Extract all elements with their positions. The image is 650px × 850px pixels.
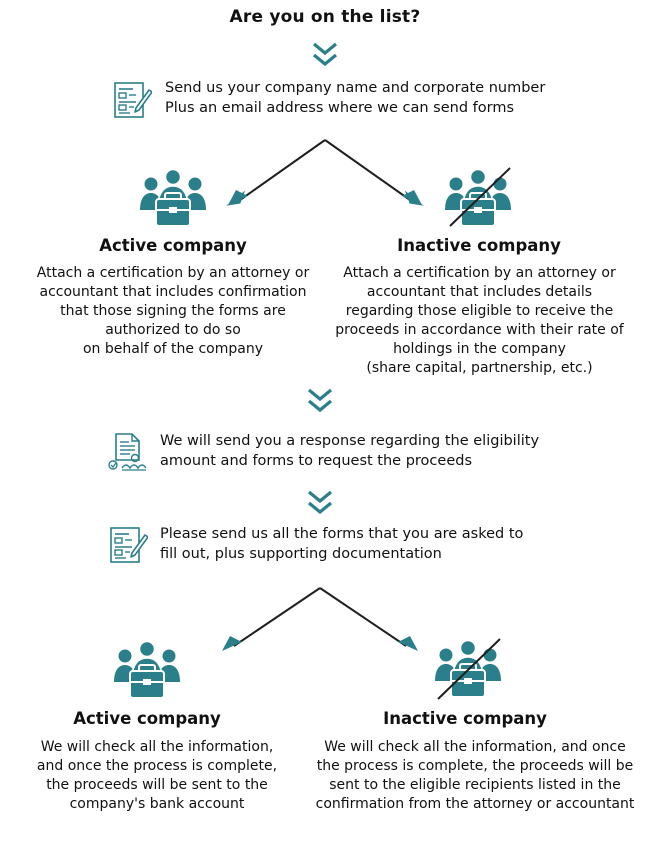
inactive-company-heading: Inactive company bbox=[397, 236, 561, 255]
text-line: confirmation from the attorney or accoun… bbox=[315, 796, 635, 812]
chevron-down-icon bbox=[310, 40, 340, 70]
text-line: accountant that includes confirmation bbox=[39, 284, 307, 300]
step3-text: Please send us all the forms that you ar… bbox=[160, 524, 630, 564]
inactive-company-description: We will check all the information, and o… bbox=[305, 738, 645, 814]
text-line: sent to the eligible recipients listed i… bbox=[329, 777, 621, 793]
text-line: (share capital, partnership, etc.) bbox=[366, 360, 593, 376]
text-line: accountant that includes details bbox=[366, 284, 593, 300]
page-title: Are you on the list? bbox=[229, 7, 421, 27]
step2-text: We will send you a response regarding th… bbox=[160, 431, 630, 471]
active-company-heading: Active company bbox=[73, 709, 221, 728]
text-line: on behalf of the company bbox=[82, 341, 263, 357]
text-line: holdings in the company bbox=[393, 341, 566, 357]
text-line: Attach a certification by an attorney or bbox=[343, 265, 616, 281]
team-briefcase-icon bbox=[112, 640, 182, 700]
team-briefcase-crossed-icon bbox=[442, 166, 514, 230]
text-line: the process is complete, the proceeds wi… bbox=[316, 758, 634, 774]
text-line: authorized to do so bbox=[105, 322, 241, 338]
text-line: amount and forms to request the proceeds bbox=[160, 453, 473, 469]
chevron-down-icon bbox=[305, 488, 335, 518]
team-briefcase-crossed-icon bbox=[432, 637, 504, 701]
text-line: regarding those eligible to receive the bbox=[345, 303, 614, 319]
text-line: and once the process is complete, bbox=[36, 758, 278, 774]
text-line: We will check all the information, bbox=[40, 739, 274, 755]
form-pencil-icon bbox=[112, 80, 152, 120]
text-line: proceeds in accordance with their rate o… bbox=[335, 322, 624, 338]
text-line: Attach a certification by an attorney or bbox=[36, 265, 310, 281]
text-line: company's bank account bbox=[69, 796, 245, 812]
text-line: fill out, plus supporting documentation bbox=[160, 546, 442, 562]
document-certificate-icon bbox=[108, 432, 148, 472]
inactive-company-description: Attach a certification by an attorney or… bbox=[322, 264, 637, 378]
branch-arrows bbox=[222, 587, 418, 651]
inactive-company-heading: Inactive company bbox=[383, 709, 547, 728]
chevron-down-icon bbox=[305, 386, 335, 416]
active-company-heading: Active company bbox=[99, 236, 247, 255]
text-line: Plus an email address where we can send … bbox=[165, 100, 515, 116]
text-line: Please send us all the forms that you ar… bbox=[160, 526, 524, 542]
text-line: Send us your company name and corporate … bbox=[165, 80, 546, 96]
step1-text: Send us your company name and corporate … bbox=[165, 78, 625, 118]
branch-arrows bbox=[226, 139, 424, 206]
active-company-description: Attach a certification by an attorney or… bbox=[23, 264, 323, 359]
active-company-description: We will check all the information, and o… bbox=[12, 738, 302, 814]
text-line: We will check all the information, and o… bbox=[324, 739, 626, 755]
team-briefcase-icon bbox=[138, 168, 208, 228]
text-line: that those signing the forms are bbox=[60, 303, 286, 319]
text-line: the proceeds will be sent to the bbox=[46, 777, 268, 793]
text-line: We will send you a response regarding th… bbox=[160, 433, 540, 449]
form-pencil-icon bbox=[108, 525, 148, 565]
